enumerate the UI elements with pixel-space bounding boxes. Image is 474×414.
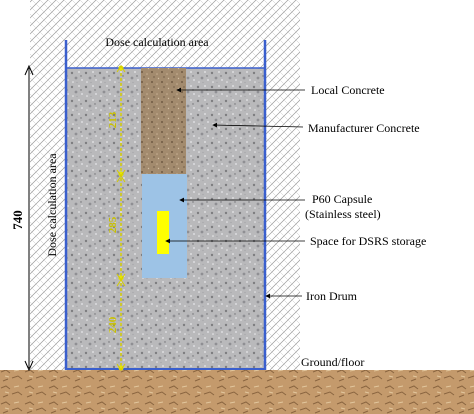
manufacturer-concrete-label: Manufacturer Concrete [308,121,420,135]
dimension-dot [118,365,124,371]
dimension-dot [118,65,124,71]
leader-manufacturer-concrete [212,122,304,128]
overall-height: 740 [10,210,25,230]
dim-middle: 285 [107,216,119,233]
dim-upper: 213 [107,111,119,128]
dsrs-space [157,211,169,254]
p60-material-label: (Stainless steel) [305,207,381,221]
ground-floor [0,370,474,414]
dose-area-side-label: Dose calculation area [45,153,59,257]
dimension-dot [118,171,124,177]
ground-label: Ground/floor [301,355,364,369]
p60-capsule-label: P60 Capsule [312,192,372,206]
overall-dimension-arrows [24,64,34,372]
local-concrete [141,68,186,174]
local-concrete-label: Local Concrete [311,83,385,97]
iron-drum-label: Iron Drum [306,289,358,303]
dose-area-top-label: Dose calculation area [105,35,209,49]
dsrs-space-label: Space for DSRS storage [310,234,426,248]
dimension-dot [118,275,124,281]
dimension-tick [116,65,126,371]
dim-lower: 240 [107,316,119,333]
